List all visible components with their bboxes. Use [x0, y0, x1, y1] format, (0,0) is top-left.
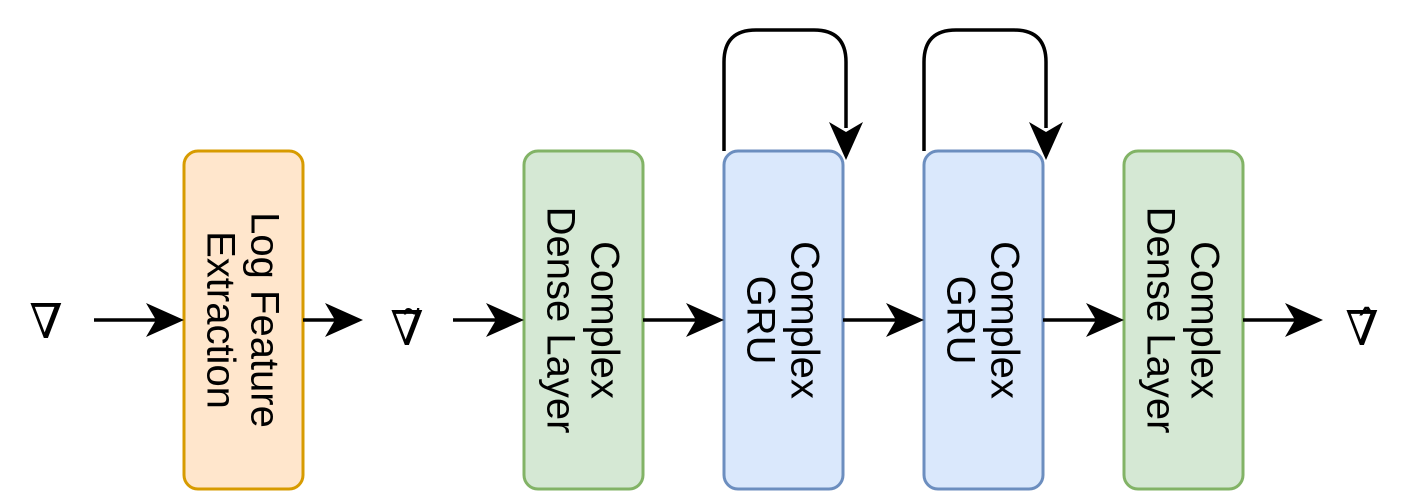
- input-symbol: ∇: [29, 294, 63, 350]
- arrow-log-feature-to-intermediate-head: [325, 303, 363, 337]
- arrow-gru-1-to-gru-2-head: [886, 303, 924, 337]
- arrow-dense-1-to-gru-1-head: [686, 303, 724, 337]
- arrow-dense-2-to-output-head: [1285, 303, 1323, 337]
- block-complex-gru-1: Complex GRU: [722, 149, 845, 491]
- block-log-feature-extraction: Log Feature Extraction: [182, 149, 305, 491]
- arrow-intermediate-to-dense-1-head: [486, 303, 524, 337]
- block-log-feature-extraction-line-1: Log Feature: [243, 212, 287, 428]
- arrow-input-to-log-feature-head: [146, 303, 184, 337]
- block-complex-dense-layer-1: Complex Dense Layer: [522, 149, 645, 491]
- recurrent-loop-gru-2-head: [1029, 122, 1063, 160]
- block-complex-dense-layer-1-line-2: Dense Layer: [539, 207, 583, 434]
- arrow-gru-2-to-dense-2-head: [1086, 303, 1124, 337]
- block-complex-gru-2: Complex GRU: [922, 149, 1045, 491]
- block-complex-dense-layer-1-line-1: Complex: [583, 241, 627, 399]
- output-symbol: ∇̂: [1345, 301, 1379, 357]
- block-complex-dense-layer-2-line-2: Dense Layer: [1139, 207, 1183, 434]
- recurrent-loop-gru-1-head: [829, 122, 863, 160]
- flow-arrows: [94, 28, 1323, 337]
- block-complex-gru-2-line-2: GRU: [939, 276, 983, 365]
- block-complex-dense-layer-2: Complex Dense Layer: [1122, 149, 1245, 491]
- recurrent-loop-gru-1: [722, 28, 848, 151]
- block-complex-gru-1-line-2: GRU: [739, 276, 783, 365]
- intermediate-symbol: ∇̃: [390, 301, 424, 357]
- block-complex-gru-1-line-1: Complex: [783, 241, 827, 399]
- block-complex-dense-layer-2-line-1: Complex: [1183, 241, 1227, 399]
- recurrent-loop-gru-2: [922, 28, 1048, 151]
- block-log-feature-extraction-line-2: Extraction: [199, 231, 243, 409]
- block-complex-gru-2-line-1: Complex: [983, 241, 1027, 399]
